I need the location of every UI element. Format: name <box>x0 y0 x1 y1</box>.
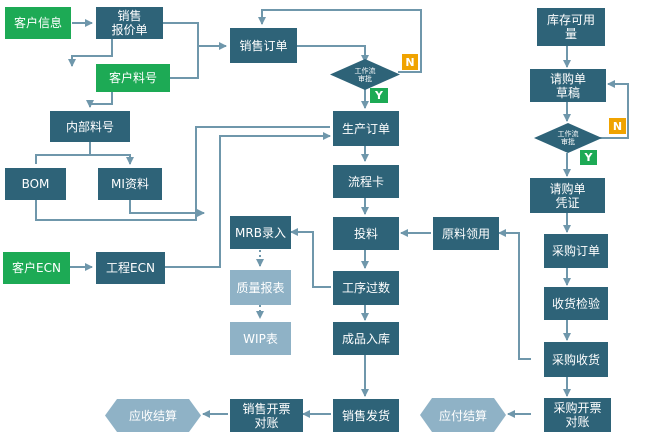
process-card-node: 流程卡 <box>333 165 399 198</box>
receivable-settlement-node: 应收结算 <box>105 399 201 432</box>
customer-ecn-node: 客户ECN <box>3 252 70 284</box>
production-order-node: 生产订单 <box>333 111 399 146</box>
purchase-receipt-node: 采购收货 <box>544 342 608 377</box>
workflow-approval-diamond-right: 工作流 审批 <box>534 123 602 153</box>
process-transfer-node: 工序过数 <box>333 271 399 305</box>
edge-quote-customerpart <box>68 39 113 67</box>
edge-diamond-n-loop-right <box>600 80 629 139</box>
receiving-inspection-node: 收货检验 <box>544 287 608 320</box>
diamond-shape-left <box>330 59 400 90</box>
feeding-node: 投料 <box>333 217 399 250</box>
material-requisition-node: 原料领用 <box>433 217 499 250</box>
edge-diamond-n-loop <box>258 9 422 73</box>
no-badge-left: N <box>402 54 418 70</box>
sales-quote-node: 销售 报价单 <box>96 7 163 39</box>
purchase-invoice-reconcile-node: 采购开票 对账 <box>544 398 611 432</box>
workflow-approval-diamond-left: 工作流 审批 <box>330 59 400 90</box>
inventory-available-node: 库存可用 量 <box>537 8 605 46</box>
edge-quote-salesorder <box>163 22 227 50</box>
yes-badge-left: Y <box>370 88 388 103</box>
hexagon-shape-payable <box>420 398 506 432</box>
sales-shipment-node: 销售发货 <box>333 399 399 432</box>
edge-receipt-material <box>498 229 531 360</box>
diamond-shape-right <box>534 123 602 153</box>
purchase-order-node: 采购订单 <box>544 234 608 268</box>
edge-bom-mi-to-prodorder <box>35 126 330 220</box>
internal-part-number-node: 内部料号 <box>50 111 130 142</box>
customer-info-node: 客户信息 <box>5 7 71 39</box>
edge-engineering-to-prodorder <box>165 132 331 268</box>
sales-order-node: 销售订单 <box>230 28 297 63</box>
edge-internal-bom-mi <box>35 142 130 164</box>
bom-node: BOM <box>5 168 66 200</box>
hexagon-shape-receivable <box>105 399 201 432</box>
payable-settlement-node: 应付结算 <box>420 398 506 432</box>
edge-customerpart-salesorder <box>170 45 226 79</box>
wip-table-node: WIP表 <box>230 322 291 355</box>
quality-report-node: 质量报表 <box>230 270 291 305</box>
no-badge-right: N <box>609 118 626 134</box>
yes-badge-right: Y <box>580 150 597 165</box>
purchase-requisition-voucher-node: 请购单 凭证 <box>530 178 605 213</box>
mrb-entry-node: MRB录入 <box>230 216 291 249</box>
edge-salesorder-diamond <box>297 45 369 63</box>
purchase-requisition-draft-node: 请购单 草稿 <box>530 69 606 102</box>
engineering-ecn-node: 工程ECN <box>96 252 165 284</box>
finished-goods-in-node: 成品入库 <box>333 322 399 355</box>
sales-invoice-reconcile-node: 销售开票 对账 <box>230 399 303 432</box>
mi-data-node: MI资料 <box>98 168 162 200</box>
edge-process-mrb <box>290 228 331 288</box>
edge-customerpart-internal <box>86 92 113 108</box>
customer-part-number-node: 客户料号 <box>96 64 170 92</box>
